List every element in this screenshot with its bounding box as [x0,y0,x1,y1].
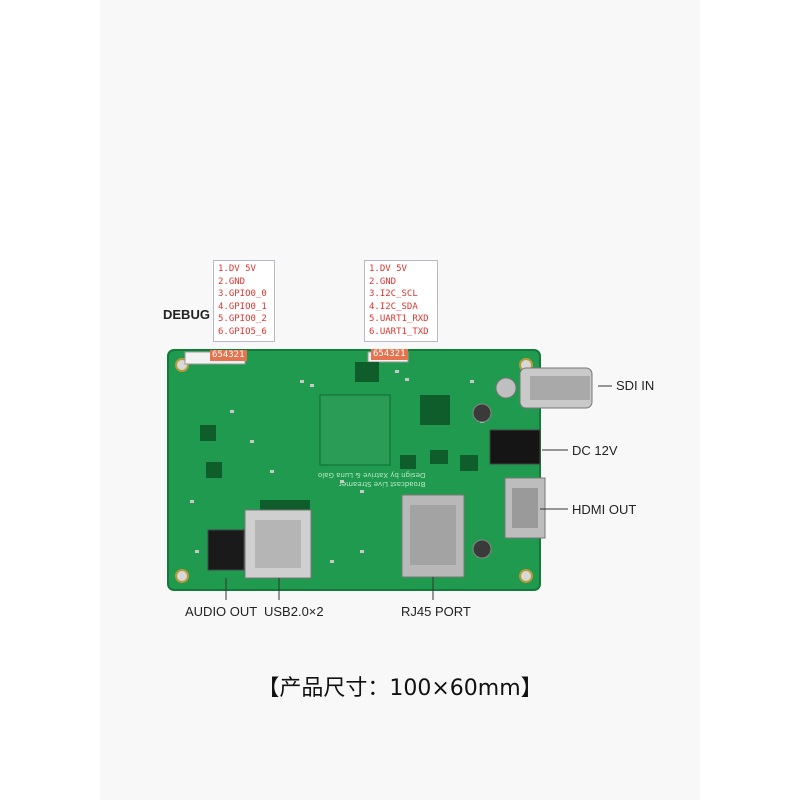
debug-pin-4: 4.GPIO0_1 [218,301,267,312]
uart-pin-box: 1.DV 5V 2.GND 3.I2C_SCL 4.I2C_SDA 5.UART… [364,260,438,342]
debug-pin-2: 2.GND [218,276,246,287]
debug-pin-3: 3.GPIO0_0 [218,289,267,299]
uart-pin-numbers: 654321 [371,349,408,360]
capacitor [472,539,492,559]
uart-pin-1: 1.DV 5V [369,264,407,274]
soc-chip [319,394,391,466]
dc-jack [489,429,541,465]
debug-pin-numbers: 654321 [210,350,247,361]
hdmi-out-label: HDMI OUT [572,502,637,517]
product-size-caption: 【产品尺寸：100×60mm】 [257,676,543,701]
debug-pin-5: 5.GPIO0_2 [218,314,267,324]
usb-label: USB2.0×2 [264,604,324,619]
debug-label: DEBUG [163,307,210,322]
debug-pin-6: 6.GPIO5_6 [218,326,267,337]
uart-pin-3: 3.I2C_SCL [369,289,418,299]
board-silkscreen: Broadcast Live Streamer Design by Xatriv… [318,470,425,488]
dc-label: DC 12V [572,443,618,458]
mounting-hole [175,569,189,583]
uart-pin-2: 2.GND [369,276,397,287]
sdi-in-label: SDI IN [616,378,655,393]
silkscreen-line-2: Design by Xatrive & Luna Galo [318,471,426,479]
audio-out-label: AUDIO OUT [185,604,258,619]
uart-pin-4: 4.I2C_SDA [369,301,418,312]
silkscreen-line-1: Broadcast Live Streamer [339,480,426,488]
rj45-label: RJ45 PORT [401,604,471,619]
uart-pin-5: 5.UART1_RXD [369,314,429,324]
mounting-hole [519,569,533,583]
debug-pin-box: 1.DV 5V 2.GND 3.GPIO0_0 4.GPIO0_1 5.GPIO… [213,260,275,342]
debug-pin-1: 1.DV 5V [218,264,256,274]
audio-jack [207,529,245,571]
capacitor [472,403,492,423]
uart-pin-6: 6.UART1_TXD [369,326,429,337]
